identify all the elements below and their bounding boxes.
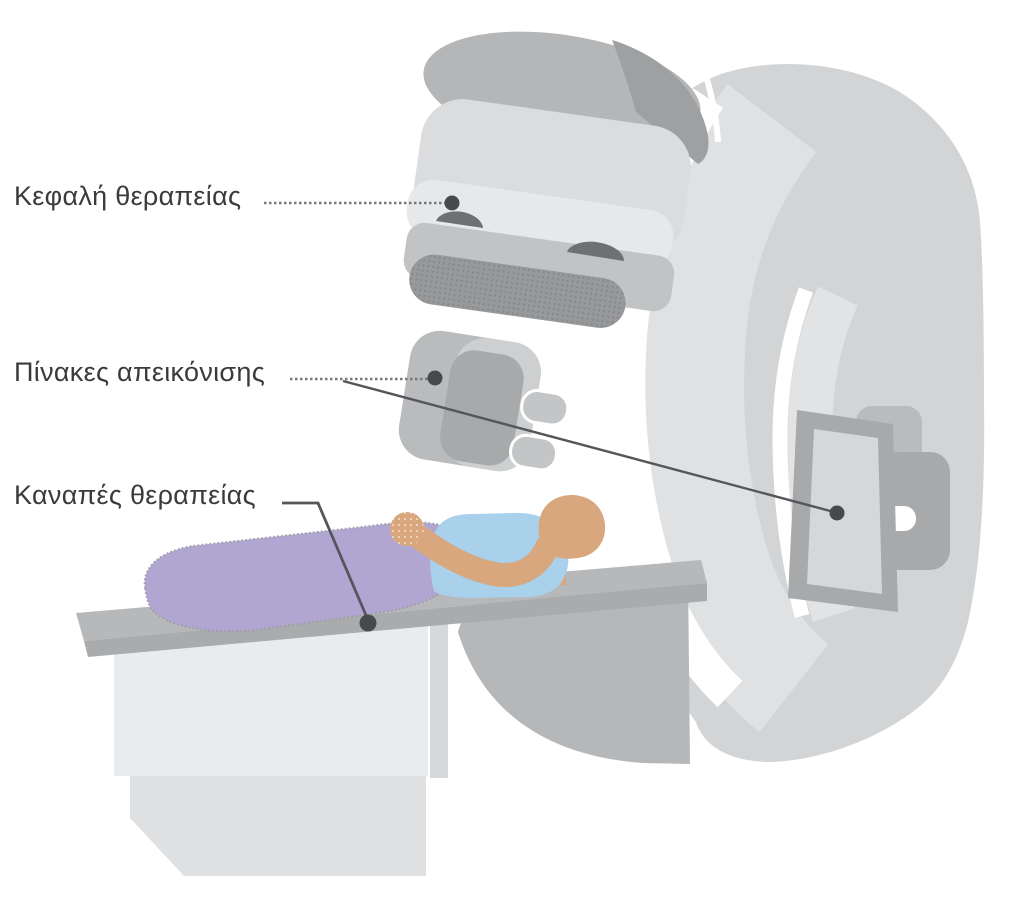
callout-dot-couch: [359, 614, 377, 632]
callout-line-panel-right: [342, 379, 835, 514]
panel-right-screen: [807, 429, 882, 594]
panel-left-arm-bottom: [508, 433, 559, 472]
head-dome-shadow: [612, 40, 709, 164]
couch-pedestal-lower: [130, 776, 426, 876]
callout-line-couch: [282, 501, 370, 621]
callout-dot-panel-left: [427, 370, 443, 386]
panel-right-bracket: [880, 452, 950, 570]
couch-support-leg: [430, 622, 448, 778]
panel-left-arm-top: [520, 389, 570, 427]
treatment-head: [403, 31, 721, 328]
panel-left-detector: [440, 350, 524, 466]
head-gap-highlight: [691, 42, 721, 143]
gantry-ring-face: [632, 83, 830, 733]
label-treatment-head: Κεφαλή θεραπείας: [14, 181, 242, 211]
callout-dot-head: [444, 195, 460, 211]
label-imaging-panels: Πίνακες απεικόνισης: [14, 357, 266, 387]
couch-front-edge: [84, 583, 707, 657]
patient-hand: [390, 512, 424, 546]
head-port-left: [436, 211, 483, 228]
patient-blanket: [143, 521, 466, 633]
callout-dot-panel-right: [829, 505, 845, 521]
head-port-right: [567, 241, 625, 261]
patient-arm: [398, 518, 559, 587]
imaging-panel-left: [398, 330, 570, 472]
patient: [143, 495, 606, 633]
collimator: [409, 254, 626, 328]
label-treatment-couch: Καναπές θεραπείας: [14, 480, 256, 510]
callouts: [264, 195, 845, 632]
